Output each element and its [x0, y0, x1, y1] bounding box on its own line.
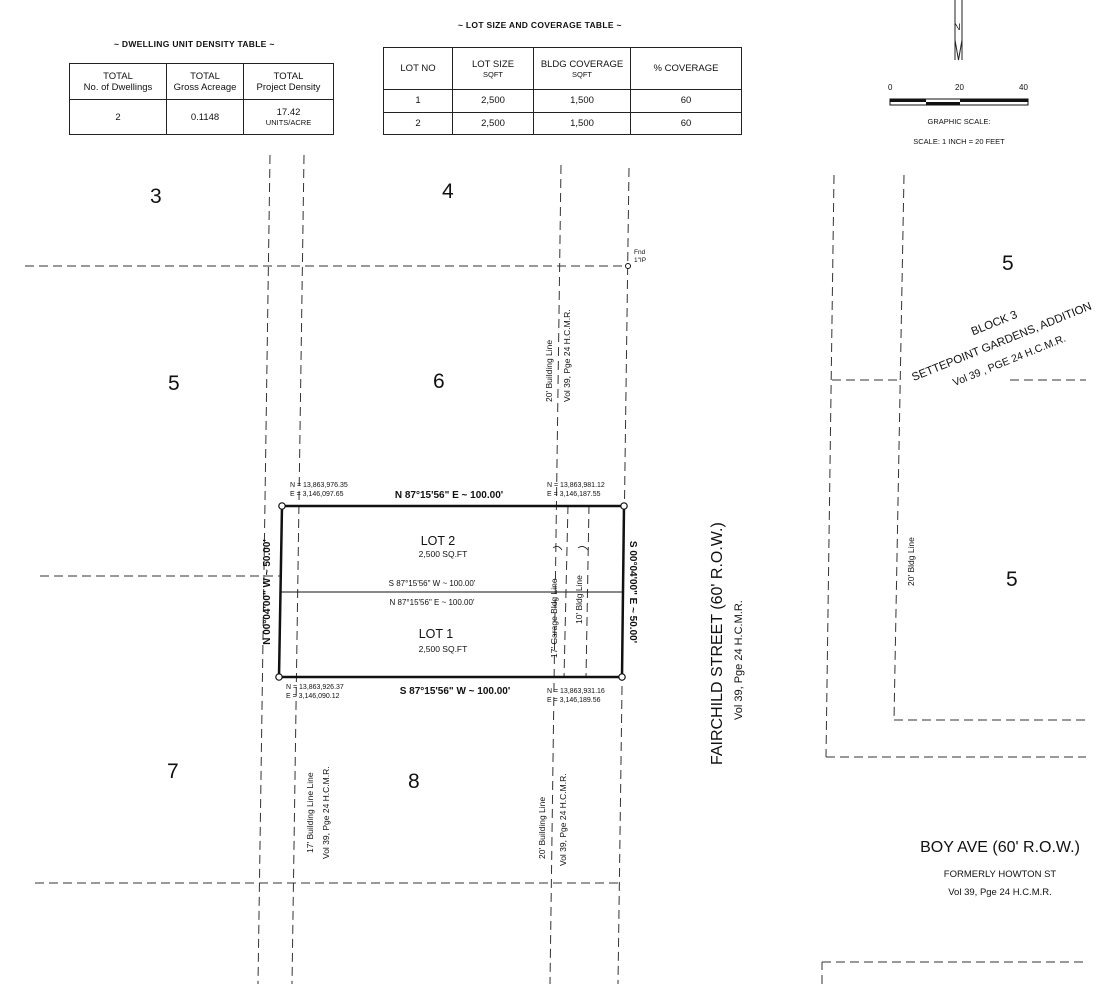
- north-bearing: N 87°15'56" E ~ 100.00': [395, 490, 503, 501]
- north-arrow: N: [954, 0, 963, 61]
- mid-bearing-upper: S 87°15'56" W ~ 100.00': [389, 579, 476, 588]
- boy-ave-ref: Vol 39, Pge 24 H.C.M.R.: [948, 887, 1052, 898]
- mid-bearing-lower: N 87°15'56" E ~ 100.00': [390, 598, 475, 607]
- lot-header-percent: % COVERAGE: [630, 47, 742, 90]
- block-number: 5: [1002, 252, 1014, 275]
- block-number: 3: [150, 185, 162, 208]
- subdivision-label: BLOCK 3 SETTEPOINT GARDENS, ADDITION Vol…: [910, 301, 1093, 389]
- lot1-name: LOT 1: [419, 627, 454, 641]
- corner-coordinate: E = 3,146,187.55: [547, 491, 601, 498]
- scale-title: GRAPHIC SCALE:: [928, 117, 991, 126]
- density-table-title: ~ DWELLING UNIT DENSITY TABLE ~: [114, 39, 275, 49]
- lot-row-2-percent: 60: [630, 111, 742, 135]
- density-value-dwellings: 2: [69, 99, 167, 135]
- east-bearing: S 00°04'00" E ~ 50.00': [627, 541, 638, 643]
- corner-marker: [620, 502, 628, 510]
- scale-tick: 40: [1019, 83, 1028, 92]
- corner-marker: [618, 673, 626, 681]
- building-line-label: 20' Building Line: [544, 340, 554, 402]
- west-bearing: N 00°04'00" W ~ 50.00': [262, 539, 273, 645]
- lot-line: [549, 164, 562, 984]
- building-line-label: 17' Building Line Line: [305, 772, 315, 853]
- fairchild-street-name: FAIRCHILD STREET (60' R.O.W.): [709, 522, 726, 765]
- block-number: 4: [442, 180, 454, 203]
- lot-line: [291, 154, 305, 984]
- corner-coordinate: N = 13,863,931.16: [547, 688, 605, 695]
- building-line-label: Vol 39, Pge 24 H.C.M.R.: [321, 766, 331, 859]
- monument-label: 1"IP: [634, 257, 646, 264]
- corner-coordinate: N = 13,863,981.12: [547, 482, 605, 489]
- corner-coordinate: N = 13,863,926.37: [286, 684, 344, 691]
- scale-tick: 0: [888, 83, 893, 92]
- corner-coordinates: N = 13,863,976.35 E = 3,146,097.65 N = 1…: [286, 482, 605, 704]
- lot2-area: 2,500 SQ.FT: [419, 549, 468, 559]
- right-bldg-line-label: 20' Bldg Line: [906, 537, 916, 586]
- block-number: 6: [433, 370, 445, 393]
- scale-tick: 20: [955, 83, 964, 92]
- block-numbers: 3 4 5 6 7 8 5 5: [150, 180, 1018, 793]
- south-bearing: S 87°15'56" W ~ 100.00': [400, 686, 511, 697]
- ten-ft-line-label: 10' Bldg Line: [574, 575, 584, 624]
- block-number: 8: [408, 770, 420, 793]
- corner-coordinate: N = 13,863,976.35: [290, 482, 348, 489]
- corner-marker: [275, 673, 283, 681]
- graphic-scale: 0 20 40 GRAPHIC SCALE: SCALE: 1 INCH = 2…: [888, 83, 1029, 146]
- density-value-acreage: 0.1148: [166, 99, 244, 135]
- building-line-label: 20' Building Line: [537, 797, 547, 859]
- corner-marker: [278, 502, 286, 510]
- lot-table-title: ~ LOT SIZE AND COVERAGE TABLE ~: [458, 20, 622, 30]
- block-number: 5: [168, 372, 180, 395]
- lot2-name: LOT 2: [421, 534, 456, 548]
- building-line-label: Vol 39, Pge 24 H.C.M.R.: [562, 309, 572, 402]
- found-iron-pipe: Fnd 1"IP: [625, 249, 646, 269]
- lot1-area: 2,500 SQ.FT: [419, 644, 468, 654]
- building-line-labels: 20' Building Line Vol 39, Pge 24 H.C.M.R…: [305, 309, 916, 866]
- corner-coordinate: E = 3,146,097.65: [290, 491, 344, 498]
- fairchild-street-ref: Vol 39, Pge 24 H.C.M.R.: [733, 600, 745, 720]
- corner-coordinate: E = 3,146,090.12: [286, 693, 340, 700]
- block-number: 5: [1006, 568, 1018, 591]
- leader-arrows: [552, 546, 589, 551]
- scale-note: SCALE: 1 INCH = 20 FEET: [913, 137, 1005, 146]
- setback-line: [893, 174, 905, 721]
- garage-line-label: 17' Garage Bldg Line: [549, 578, 559, 658]
- boy-ave-name: BOY AVE (60' R.O.W.): [920, 839, 1080, 856]
- boy-ave-formerly: FORMERLY HOWTON ST: [944, 869, 1057, 880]
- monument-label: Fnd: [634, 249, 646, 256]
- corner-markers: [275, 502, 628, 681]
- street-line: [825, 174, 835, 758]
- lot-line: [257, 154, 271, 984]
- north-letter: N: [954, 22, 961, 32]
- corner-coordinate: E = 3,146,189.56: [547, 697, 601, 704]
- block-number: 7: [167, 760, 179, 783]
- building-line-label: Vol 39, Pge 24 H.C.M.R.: [558, 773, 568, 866]
- block-boundary-lines: [25, 154, 1086, 984]
